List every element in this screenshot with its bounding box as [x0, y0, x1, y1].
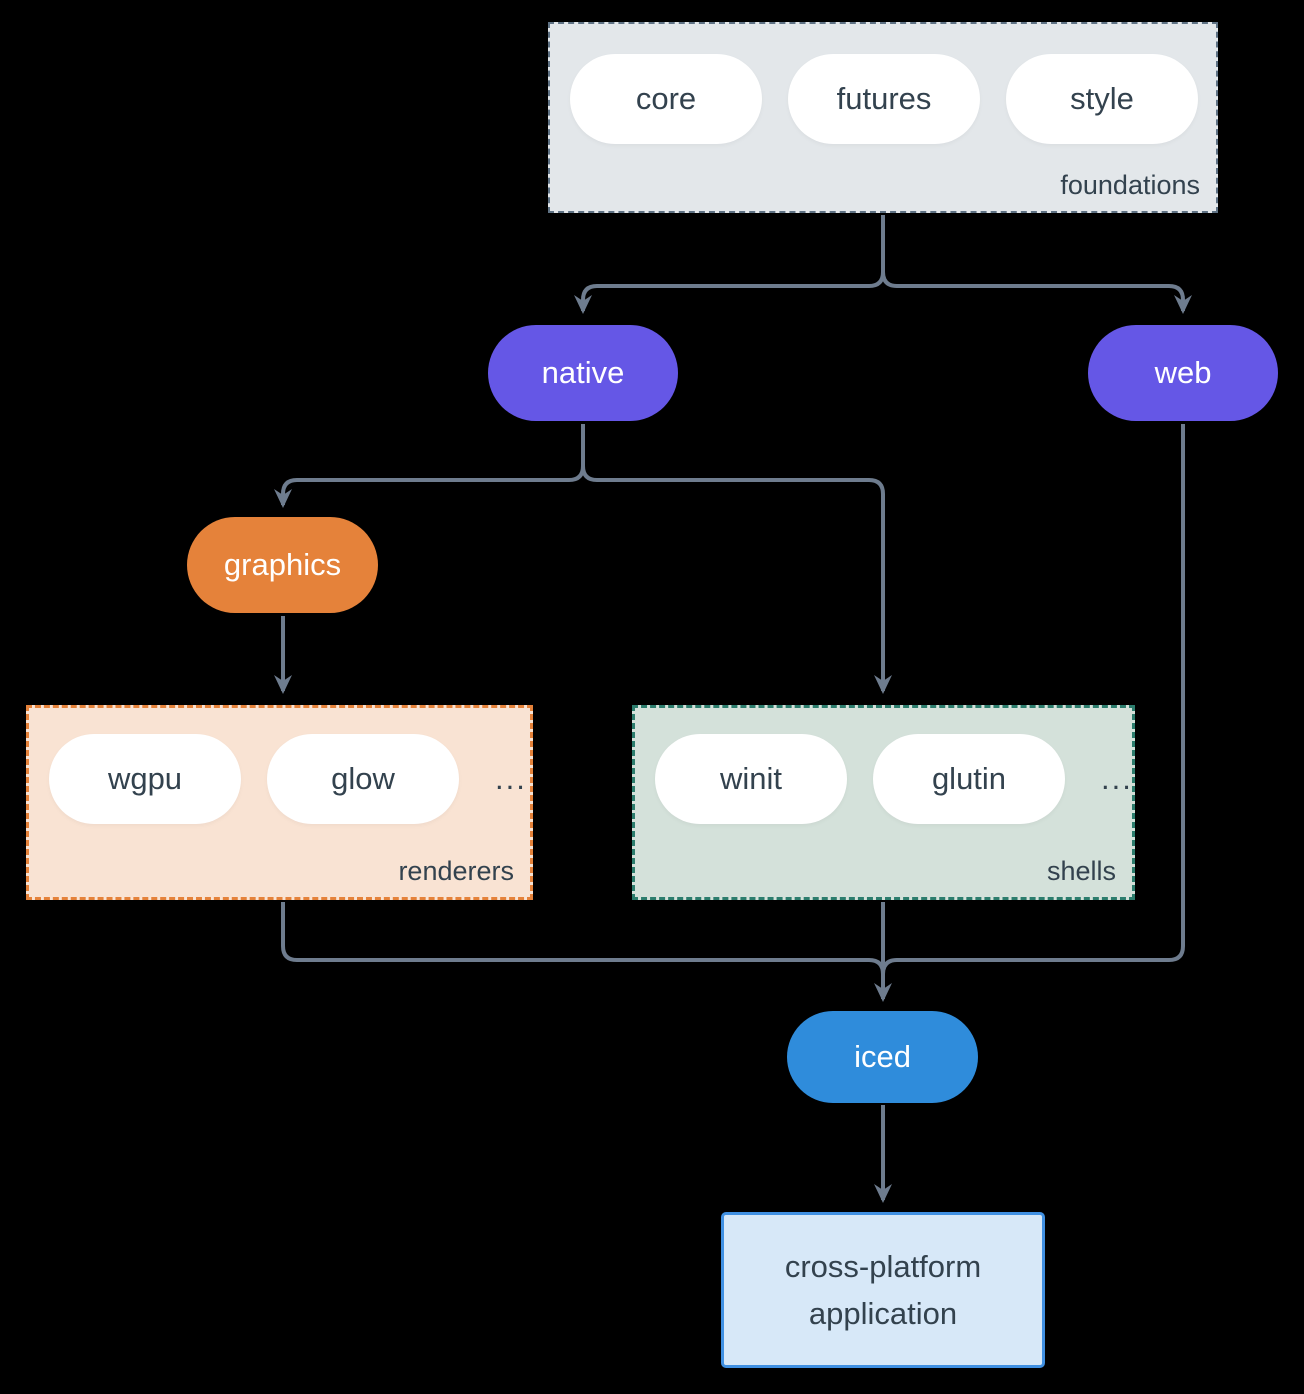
pill-futures: futures	[788, 54, 980, 144]
node-web: web	[1088, 325, 1278, 421]
foundations-pill-row: core futures style	[550, 24, 1216, 144]
pill-wgpu: wgpu	[49, 734, 241, 824]
renderers-ellipsis: ...	[495, 761, 527, 796]
node-native: native	[488, 325, 678, 421]
group-foundations: core futures style foundations	[548, 22, 1218, 213]
group-shells: winit glutin ... shells	[632, 705, 1135, 900]
arrow-native-to-shells	[581, 424, 892, 694]
node-iced: iced	[787, 1011, 978, 1103]
pill-winit: winit	[655, 734, 847, 824]
application-label-line2: application	[808, 1296, 958, 1331]
arrow-foundations-to-native	[574, 215, 885, 314]
shells-label: shells	[1046, 856, 1116, 886]
application-label-line1: cross-platform	[784, 1249, 982, 1284]
renderers-pill-row: wgpu glow ...	[29, 708, 530, 824]
arrow-foundations-to-web	[881, 215, 1192, 314]
group-renderers: wgpu glow ... renderers	[26, 705, 533, 900]
shells-ellipsis: ...	[1101, 761, 1133, 796]
pill-core: core	[570, 54, 762, 144]
shells-pill-row: winit glutin ...	[635, 708, 1132, 824]
line-renderers-to-merge	[281, 902, 885, 975]
foundations-label: foundations	[1060, 170, 1200, 200]
renderers-label: renderers	[398, 856, 514, 886]
arrow-native-to-graphics	[274, 424, 585, 508]
node-graphics: graphics	[187, 517, 378, 613]
pill-glow: glow	[267, 734, 459, 824]
node-cross-platform-application: cross-platform application	[721, 1212, 1045, 1368]
pill-style: style	[1006, 54, 1198, 144]
pill-glutin: glutin	[873, 734, 1065, 824]
